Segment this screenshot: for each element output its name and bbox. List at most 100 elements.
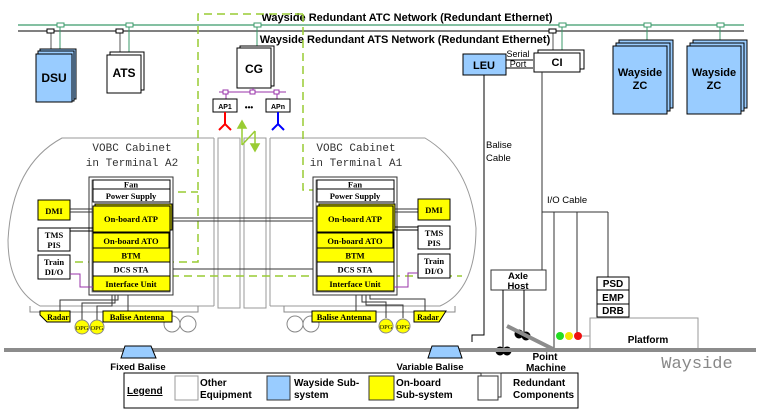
- a1-balise-antenna-label: Balise Antenna: [317, 312, 372, 322]
- legend-swatch-other: [174, 375, 199, 401]
- apn-node[interactable]: APn: [265, 98, 291, 113]
- cabinet-a2-modules: Fan Power Supply On-board ATP On-board A…: [92, 179, 173, 292]
- a1-tms-label: TMS: [425, 228, 444, 238]
- a1-radar[interactable]: Radar: [413, 310, 447, 323]
- serial-port-link: Serial Port: [506, 49, 533, 69]
- leu-label: LEU: [473, 60, 495, 72]
- ap1-antenna-icon: [218, 112, 232, 131]
- zc1-label-line2: ZC: [633, 80, 648, 92]
- a2-dio-label: DI/O: [45, 267, 64, 277]
- legend-swatch-wayside: [266, 375, 291, 401]
- a1-opg1-label: OPG: [379, 324, 392, 331]
- zc1-label-line1: Wayside: [618, 67, 662, 79]
- ci-label: CI: [552, 57, 563, 69]
- inter-cabinet-links: [170, 217, 318, 270]
- cg-label: CG: [245, 62, 263, 76]
- a2-fan: Fan: [124, 180, 138, 190]
- a1-tms-pis[interactable]: TMS PIS: [417, 225, 451, 250]
- ap-bus: [219, 88, 286, 99]
- variable-balise-label: Variable Balise: [396, 362, 463, 373]
- ap1-node[interactable]: AP1: [212, 98, 238, 113]
- apn-antenna-icon: [271, 112, 285, 131]
- emp-box[interactable]: EMP: [596, 289, 630, 305]
- a1-opg-1[interactable]: OPG: [378, 318, 394, 334]
- train-car-a2: [7, 137, 477, 309]
- cg-node[interactable]: CG: [236, 45, 275, 89]
- ats-node[interactable]: ATS: [106, 51, 145, 94]
- drb-box[interactable]: DRB: [596, 303, 630, 318]
- ap-ellipsis: •••: [245, 103, 254, 112]
- platform-label: Platform: [628, 335, 669, 346]
- a1-onboard-atp: On-board ATP: [328, 214, 382, 224]
- platform-equipment: PSD EMP DRB: [596, 276, 630, 318]
- ats-network-label: Wayside Redundant ATS Network (Redundant…: [260, 34, 551, 46]
- a2-opg-2[interactable]: OPG: [89, 319, 105, 335]
- a1-radar-label: Radar: [417, 313, 439, 322]
- a1-dmi-label: DMI: [425, 205, 443, 215]
- a2-opg-1[interactable]: OPG: [74, 319, 90, 335]
- a1-onboard-ato: On-board ATO: [327, 236, 383, 246]
- point-label: Point: [533, 352, 559, 363]
- signal-lamp-2: [574, 332, 582, 340]
- cabinet-a1-title-2: in Terminal A1: [310, 158, 403, 170]
- cabinet-a1-title-1: VOBC Cabinet: [316, 143, 395, 155]
- a2-balise-antenna[interactable]: Balise Antenna: [102, 310, 173, 323]
- a2-onboard-atp: On-board ATP: [104, 214, 158, 224]
- wayside-label: Wayside: [661, 355, 732, 374]
- a2-radar[interactable]: Radar: [39, 310, 71, 323]
- cabinet-a2-title-1: VOBC Cabinet: [92, 143, 171, 155]
- wayside-zc-1[interactable]: Wayside ZC: [612, 39, 674, 115]
- car-a2-outline: [7, 137, 214, 307]
- a1-balise-antenna[interactable]: Balise Antenna: [311, 310, 377, 323]
- axle-host[interactable]: Axle Host: [490, 269, 547, 292]
- io-cable: [541, 72, 609, 350]
- ci-node[interactable]: CI: [533, 49, 585, 73]
- wayside-zc-2[interactable]: Wayside ZC: [686, 39, 748, 115]
- a2-dmi[interactable]: DMI: [37, 199, 71, 221]
- legend-redundant-1: Redundant: [513, 378, 566, 389]
- legend-other-2: Equipment: [200, 390, 252, 401]
- zc2-label-line1: Wayside: [692, 67, 736, 79]
- legend-onboard-1: On-board: [396, 378, 441, 389]
- machine-label: Machine: [526, 363, 566, 374]
- a2-tms-pis[interactable]: TMS PIS: [37, 227, 71, 252]
- drb-label: DRB: [602, 306, 624, 317]
- a1-dmi[interactable]: DMI: [417, 198, 451, 221]
- a1-pis-label: PIS: [427, 238, 441, 248]
- variable-balise-icon: [427, 345, 463, 359]
- axle-counters: [495, 290, 531, 356]
- cabinet-a1-modules: Fan Power Supply On-board ATP On-board A…: [316, 179, 396, 292]
- legend-swatch-onboard: [368, 375, 395, 401]
- legend-title: Legend: [127, 386, 163, 397]
- network-taps: [46, 22, 725, 52]
- signal-lamp-1: [565, 332, 573, 340]
- a2-dcs-sta: DCS STA: [113, 265, 149, 275]
- wireless-link-icon: [236, 119, 261, 153]
- port-label: Port: [510, 59, 527, 69]
- car-a1-outline: [270, 137, 477, 307]
- a1-interface-unit: Interface Unit: [329, 279, 380, 289]
- a2-power-supply: Power Supply: [106, 191, 157, 201]
- a1-opg2-label: OPG: [396, 324, 409, 331]
- gangway-left: [217, 137, 241, 309]
- legend-swatch-redundant: [477, 375, 499, 401]
- a1-fan: Fan: [348, 180, 362, 190]
- ap1-label: AP1: [218, 104, 232, 111]
- dsu-node[interactable]: DSU: [35, 48, 77, 103]
- leu-node[interactable]: LEU: [462, 53, 507, 76]
- a2-dmi-label: DMI: [45, 206, 63, 216]
- a1-opg-2[interactable]: OPG: [395, 318, 411, 334]
- a2-balise-antenna-label: Balise Antenna: [110, 312, 165, 322]
- a2-radar-label: Radar: [47, 313, 69, 322]
- psd-box[interactable]: PSD: [596, 276, 630, 291]
- a1-train-label: Train: [424, 256, 444, 266]
- legend-wayside-2: system: [294, 390, 329, 401]
- a1-train-dio[interactable]: Train DI/O: [417, 253, 451, 279]
- a2-train-dio[interactable]: Train DI/O: [37, 254, 71, 280]
- apn-label: APn: [271, 104, 285, 111]
- a1-btm: BTM: [345, 251, 364, 261]
- track-rail: [4, 348, 756, 352]
- serial-label: Serial: [506, 49, 529, 59]
- cabinet-a2-title-2: in Terminal A2: [86, 158, 178, 170]
